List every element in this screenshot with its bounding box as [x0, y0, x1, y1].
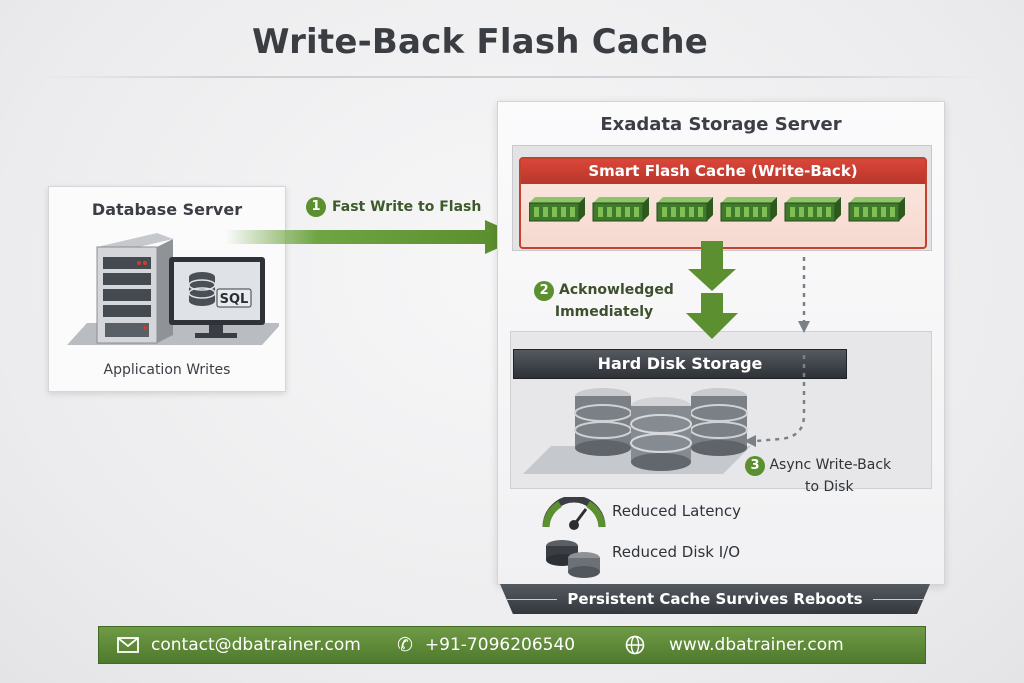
flash-cache-title: Smart Flash Cache (Write-Back) — [521, 159, 925, 184]
step-1-text: Fast Write to Flash — [332, 199, 482, 215]
flash-module — [720, 197, 777, 222]
footer-email-text: contact@dbatrainer.com — [151, 635, 361, 655]
database-server-title: Database Server — [91, 200, 243, 219]
disk-cylinder — [574, 388, 632, 456]
step-2-badge: 2 — [534, 280, 555, 301]
async-writeback-arrow — [744, 257, 810, 447]
hard-disk-storage-title: Hard Disk Storage — [513, 349, 847, 379]
step-3-badge: 3 — [745, 455, 765, 476]
benefit-reduced-latency: Reduced Latency — [612, 502, 742, 520]
footer-phone-text: +91-7096206540 — [424, 635, 576, 655]
step-3-text-line2: to Disk — [805, 478, 854, 495]
exadata-title: Exadata Storage Server — [600, 114, 842, 135]
flash-cache-container: Smart Flash Cache (Write-Back) — [512, 145, 932, 251]
flash-module — [656, 197, 713, 222]
step-3-text-line1: Async Write-Back — [769, 457, 892, 473]
step-1-badge: 1 — [306, 197, 326, 217]
step-3-label: 3 Async Write-Back to Disk — [745, 455, 915, 498]
page-title: Write-Back Flash Cache — [251, 22, 709, 62]
acknowledge-arrow — [686, 241, 738, 339]
disk-stack-icon — [523, 388, 751, 474]
footer-website-text: www.dbatrainer.com — [669, 635, 844, 655]
step-2-label: 2 Acknowledged Immediately — [524, 280, 684, 323]
step-2-text-line1: Acknowledged — [559, 282, 674, 298]
mail-icon — [117, 637, 139, 653]
step-2-text-line2: Immediately — [554, 303, 654, 320]
database-server-icon: SQL — [67, 233, 279, 345]
disk-stack-small-icon — [546, 540, 600, 578]
step-1-label: 1 Fast Write to Flash — [306, 197, 481, 217]
flash-module — [592, 197, 649, 222]
phone-icon: ✆ — [397, 634, 413, 656]
footer-phone[interactable]: ✆ +91-7096206540 — [397, 627, 575, 663]
database-server-card: Database Server SQL Application Writes — [48, 186, 286, 392]
disk-cylinder — [690, 388, 748, 456]
flash-module — [529, 197, 585, 222]
footer-email[interactable]: contact@dbatrainer.com — [117, 627, 361, 663]
gauge-icon — [542, 497, 606, 530]
banner-rule-right — [872, 599, 923, 600]
flash-module — [848, 197, 905, 222]
banner-text: Persistent Cache Survives Reboots — [567, 590, 863, 608]
contact-footer: contact@dbatrainer.com ✆ +91-7096206540 w… — [98, 626, 926, 664]
smart-flash-cache: Smart Flash Cache (Write-Back) — [519, 157, 927, 249]
globe-icon — [625, 635, 645, 655]
disk-cylinder — [630, 397, 692, 471]
hard-disk-storage-container: Hard Disk Storage — [510, 331, 932, 489]
banner-rule-left — [507, 599, 558, 600]
sql-label: SQL — [220, 292, 249, 307]
benefit-reduced-disk-io: Reduced Disk I/O — [612, 543, 741, 561]
title-divider — [40, 76, 980, 78]
database-server-caption: Application Writes — [103, 362, 231, 378]
persistent-cache-banner: Persistent Cache Survives Reboots — [500, 584, 930, 614]
flash-module — [784, 197, 841, 222]
exadata-storage-server-panel: Exadata Storage Server Smart Flash Cache… — [497, 101, 945, 585]
footer-website[interactable]: www.dbatrainer.com — [625, 627, 844, 663]
fast-write-arrow — [225, 220, 523, 254]
flash-modules — [529, 197, 905, 222]
